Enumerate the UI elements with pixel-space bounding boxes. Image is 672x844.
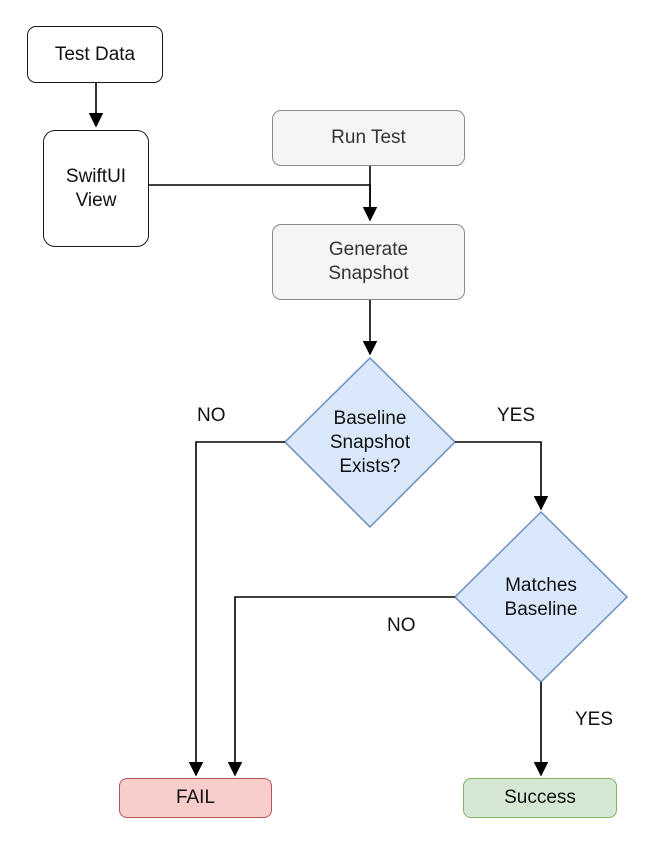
fail-node: FAIL (119, 778, 272, 818)
run-test-node: Run Test (272, 110, 465, 166)
edge-matches-no-to-fail (227, 596, 455, 777)
success-node: Success (463, 778, 617, 818)
matches-baseline-node: Matches Baseline (470, 570, 612, 625)
matches-baseline-label: Matches Baseline (504, 574, 578, 620)
baseline-yes-label: YES (497, 405, 536, 426)
run-test-label: Run Test (331, 127, 406, 148)
edge-baseline-no-to-fail (188, 441, 285, 777)
edge-view-to-generate (149, 184, 378, 222)
swiftui-view-label: SwiftUI View (65, 165, 127, 211)
generate-snapshot-node: Generate Snapshot (272, 224, 465, 300)
success-label: Success (504, 787, 576, 808)
baseline-no-label: NO (197, 405, 226, 426)
baseline-exists-label: Baseline Snapshot Exists? (329, 407, 411, 477)
test-data-node: Test Data (27, 26, 163, 83)
fail-label: FAIL (175, 787, 216, 808)
matches-no-label: NO (387, 615, 416, 636)
baseline-exists-diamond (283, 356, 457, 529)
generate-snapshot-label: Generate Snapshot (328, 239, 409, 284)
swiftui-view-node: SwiftUI View (43, 130, 149, 247)
test-data-label: Test Data (54, 43, 136, 65)
baseline-exists-node: Baseline Snapshot Exists? (300, 395, 440, 490)
matches-yes-label: YES (575, 709, 614, 730)
edge-baseline-yes-to-matches (455, 441, 549, 511)
